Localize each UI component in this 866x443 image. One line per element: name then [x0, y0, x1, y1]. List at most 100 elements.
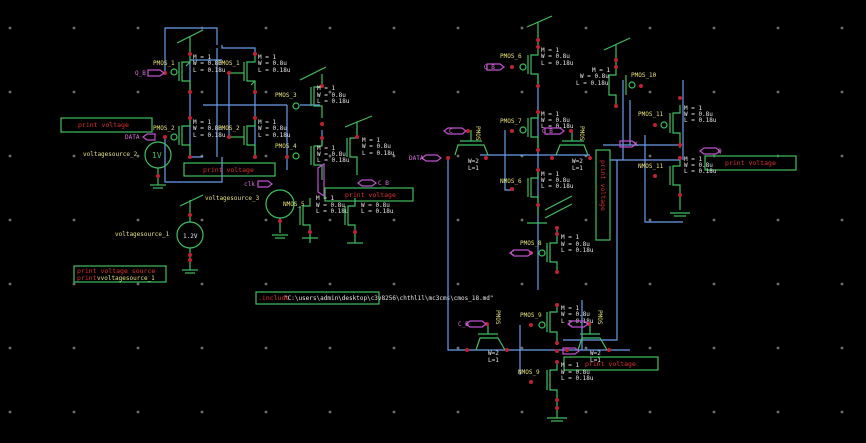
port-c-b-tg2-label: C_B [542, 128, 553, 135]
print-vs-name: vvoltagesource_1 [97, 275, 155, 282]
port-q-b[interactable] [147, 69, 165, 77]
port-c-b-mid[interactable] [317, 162, 377, 198]
label-pmos-8: PMOS_8 [520, 240, 542, 247]
transistor-nmos-5a[interactable] [299, 198, 318, 243]
param: L = 0.18u [541, 123, 574, 130]
transistor-pmos-11[interactable] [653, 96, 682, 148]
print-voltage-box-3[interactable] [324, 187, 414, 202]
transmission-gate-2[interactable] [550, 129, 592, 160]
port-q[interactable] [699, 147, 721, 155]
voltage-source-2[interactable] [144, 141, 172, 189]
port-c-b-tg3-label: C_B [458, 321, 469, 328]
port-c-b-tg3[interactable] [465, 320, 487, 328]
param: M = 1 [258, 54, 276, 61]
param: M = 1 [541, 47, 559, 54]
param: W = 0.8u [317, 151, 346, 158]
tgate1-type: PMOS [474, 126, 481, 141]
transistor-pmos-1a[interactable] [163, 29, 204, 94]
transistor-nmos-5b[interactable] [344, 198, 363, 244]
param: W = 0.8u [580, 73, 609, 80]
print-voltage-source-box[interactable] [73, 265, 167, 283]
vs1-label: voltagesource_1 [115, 231, 170, 238]
transistor-pmos-7[interactable] [510, 110, 540, 152]
param: L = 0.18u [193, 132, 226, 139]
param: L = 0.18u [317, 157, 350, 164]
label-nmos-9: NMOS_9 [518, 369, 540, 376]
print-voltage-label-bottom: print voltage [585, 360, 636, 368]
param: M = 1 [258, 119, 276, 126]
tgate2-w: W=2 [572, 158, 583, 165]
port-q-b-right[interactable] [486, 63, 505, 71]
tgate3-w: W=2 [488, 350, 499, 357]
label-pmos-4: PMOS_4 [275, 143, 297, 150]
print-voltage-label-1: print voltage [78, 121, 129, 129]
param: L = 0.18u [258, 67, 291, 74]
param: W = 0.8u [561, 241, 590, 248]
transistor-pmos-2a[interactable] [163, 116, 192, 159]
param: M = 1 [193, 119, 211, 126]
transistor-pmos-4b[interactable] [344, 115, 373, 175]
param: M = 1 [317, 85, 335, 92]
print-keyword: print [77, 274, 97, 282]
tgate2-l: L=1 [572, 165, 583, 172]
port-clk[interactable] [257, 180, 273, 188]
param: W = 0.8u [362, 143, 391, 150]
port-data-right[interactable] [421, 154, 442, 162]
transistor-nmos-6[interactable] [510, 168, 573, 224]
print-voltage-box-vertical[interactable] [595, 149, 611, 241]
print-voltage-box-2[interactable] [183, 162, 276, 177]
transistor-nmos-11[interactable] [653, 156, 690, 217]
param: M = 1 [561, 234, 579, 241]
port-bottom[interactable] [562, 347, 580, 355]
label-pmos-9: PMOS_9 [520, 312, 542, 319]
transmission-gate-3[interactable] [465, 322, 509, 352]
param: M = 1 [193, 54, 211, 61]
vs1-value: 1.2V [183, 233, 198, 240]
port-c-tg4[interactable] [567, 320, 589, 328]
tgate4-type: PMOS [596, 310, 603, 325]
param: M = 1 [541, 111, 559, 118]
param: W = 0.8u [541, 177, 570, 184]
param: L = 0.18u [362, 150, 395, 157]
transmission-gate-1[interactable] [446, 129, 489, 160]
param: L = 0.18u [684, 117, 717, 124]
port-q-b-right-label: Q_B [484, 64, 495, 71]
vs2-value: 1V [152, 151, 162, 160]
transistor-pmos-3[interactable] [292, 66, 327, 126]
transistor-pmos-6[interactable] [510, 15, 553, 88]
param: L = 0.18u [541, 60, 574, 67]
transistor-pmos-4[interactable] [285, 136, 324, 180]
include-box[interactable] [255, 291, 380, 305]
transistor-pmos-1b[interactable] [227, 52, 257, 94]
transistor-pmos-9[interactable] [529, 303, 559, 353]
param: M = 1 [561, 362, 579, 369]
transistor-pmos-8[interactable] [529, 203, 573, 274]
port-c-b-tg2[interactable] [544, 127, 565, 135]
port-x[interactable] [619, 140, 637, 148]
label-pmos-11: PMOS_11 [638, 111, 664, 118]
transistor-pmos-2b[interactable] [227, 116, 257, 159]
transistor-pmos-10[interactable] [603, 37, 643, 108]
voltage-source-1[interactable] [176, 194, 204, 274]
port-q-b-label: Q_B [135, 70, 146, 77]
transistor-nmos-9[interactable] [529, 360, 567, 422]
param: M = 1 [316, 195, 334, 202]
param: W = 0.8u [561, 311, 590, 318]
tgate4-w: W=2 [590, 350, 601, 357]
voltage-source-3[interactable] [265, 189, 295, 239]
print-voltage-box-right[interactable] [704, 155, 797, 171]
print-voltage-box-1[interactable] [60, 117, 153, 133]
param: M = 1 [362, 137, 380, 144]
port-c-pmos8[interactable] [509, 249, 533, 257]
port-data[interactable] [142, 133, 156, 141]
port-c-tg1[interactable] [443, 127, 467, 135]
print-voltage-label-vertical: print voltage [599, 160, 607, 211]
param: L = 0.18u [561, 247, 594, 254]
param: L = 0.18u [541, 183, 574, 190]
print-voltage-box-bottom[interactable] [563, 356, 659, 371]
tgate2-type: PMOS [578, 126, 585, 141]
vs2-label: voltagesource_2 [83, 151, 138, 158]
label-pmos-10: PMOS_10 [631, 72, 657, 79]
